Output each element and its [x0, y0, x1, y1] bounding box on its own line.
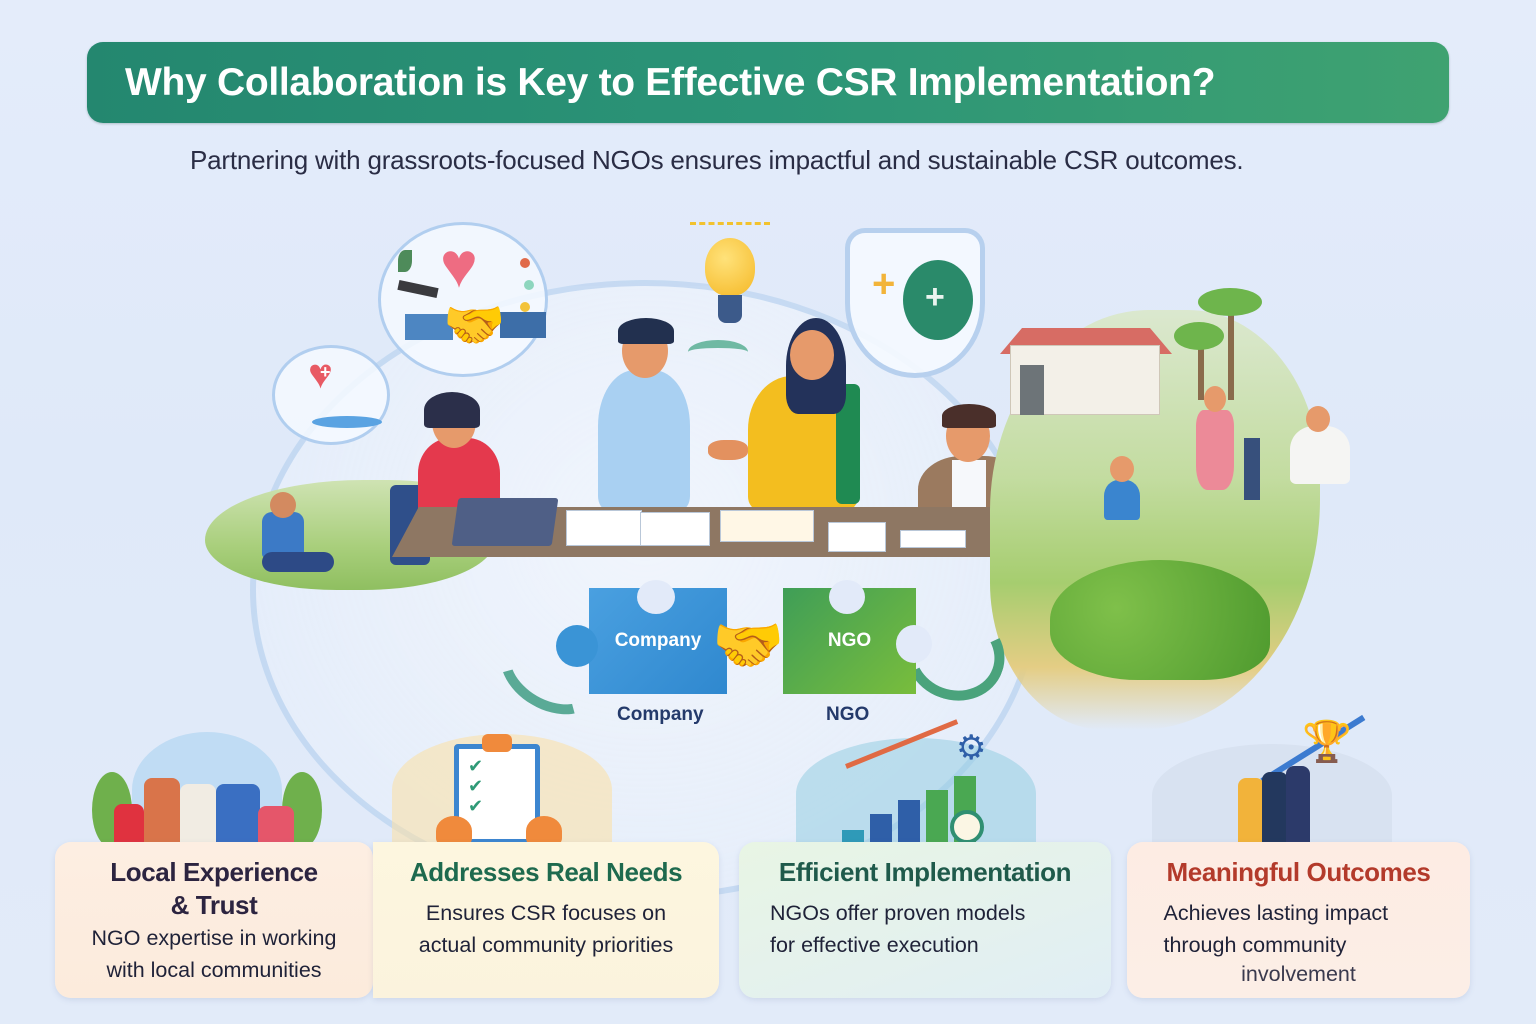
handshake-center — [708, 440, 748, 460]
thought-bubble-health — [272, 345, 390, 445]
palm-tree-icon — [1198, 330, 1204, 400]
card-title-line: Local Experience — [110, 857, 318, 887]
trophy-team-icon: 🏆 — [1152, 714, 1392, 848]
card-body-line: for effective execution — [770, 933, 979, 957]
card-addresses-real-needs: Addresses Real Needs Ensures CSR focuses… — [373, 842, 719, 998]
laptop-icon — [451, 498, 559, 546]
dot-icon — [524, 280, 534, 290]
card-body-line: involvement — [1241, 962, 1356, 986]
report-document — [720, 510, 814, 542]
man-hair — [942, 404, 996, 428]
farmer-head — [1306, 406, 1330, 432]
puzzle-notch — [637, 580, 675, 614]
ngo-label: NGO — [826, 704, 870, 725]
handshake-icon: 🤝 — [712, 613, 785, 678]
dot-icon — [520, 258, 530, 268]
puzzle-knob — [556, 625, 598, 667]
boy-head — [1110, 456, 1134, 482]
child-legs — [262, 552, 334, 572]
card-body-line: through community — [1163, 933, 1347, 957]
card-local-experience: Local Experience & Trust NGO expertise i… — [55, 842, 373, 998]
plus-icon: + — [872, 262, 896, 306]
card-title: Addresses Real Needs — [409, 857, 683, 887]
card-body-line: Achieves lasting impact — [1163, 901, 1389, 925]
card-title: Meaningful Outcomes — [1166, 857, 1431, 887]
sleeve-right-icon — [500, 312, 546, 338]
child-head — [270, 492, 296, 518]
light-rays — [690, 222, 770, 226]
title-banner: Why Collaboration is Key to Effective CS… — [87, 42, 1449, 123]
thought-bubble-partnership — [378, 222, 548, 377]
wristband-icon — [312, 416, 382, 428]
woman-at-pump — [1196, 410, 1234, 490]
company-representative — [598, 370, 690, 510]
card-title: Efficient Implementation — [778, 857, 1072, 887]
farmer-kneeling — [1290, 426, 1350, 484]
house-door — [1020, 365, 1044, 415]
card-meaningful-outcomes: Meaningful Outcomes Achieves lasting imp… — [1127, 842, 1470, 998]
leaf-icon — [398, 250, 412, 272]
puzzle-notch — [829, 580, 865, 614]
card-title-line: & Trust — [170, 890, 258, 920]
cross-icon: + — [320, 362, 331, 382]
checklist-clipboard-icon: ✔✔✔ — [392, 720, 612, 846]
lightbulb-base — [718, 295, 742, 323]
card-body-line: NGOs offer proven models — [770, 901, 1026, 925]
heart-icon: ♥ — [440, 229, 478, 301]
health-heart-icon: ♥ — [308, 350, 333, 397]
child-reading — [262, 512, 304, 558]
puzzle-notch — [896, 625, 932, 663]
card-efficient-implementation: Efficient Implementation NGOs offer prov… — [739, 842, 1111, 998]
card-body-line: actual community priorities — [418, 933, 674, 957]
sleeve-left-icon — [405, 314, 453, 340]
chart-document — [566, 510, 642, 546]
notes-document — [828, 522, 886, 552]
company-label: Company — [617, 704, 704, 725]
crop-field — [1050, 560, 1270, 680]
ngo-piece-text: NGO — [827, 630, 872, 651]
boy-reading — [1104, 480, 1140, 520]
dot-icon — [520, 302, 530, 312]
man-hair — [618, 318, 674, 344]
palm-leaves — [1174, 322, 1224, 350]
page-subtitle: Partnering with grassroots-focused NGOs … — [190, 145, 1244, 175]
handshake-icon: 🤝 — [443, 297, 506, 353]
community-group-icon — [92, 732, 322, 848]
card-body-line: with local communities — [106, 958, 322, 982]
collaboration-illustration: ♥ 🤝 ♥ + + + — [0, 200, 1536, 900]
card-body-line: NGO expertise in working — [91, 926, 337, 950]
woman-face — [790, 330, 834, 380]
shield-emblem — [903, 260, 973, 340]
card-body-line: Ensures CSR focuses on — [425, 901, 667, 925]
pie-chart-document — [640, 512, 710, 546]
exchange-arrow-icon — [688, 340, 748, 364]
lightbulb-icon — [705, 238, 755, 296]
palm-tree-icon — [1228, 300, 1234, 400]
palm-leaves — [1198, 288, 1262, 316]
company-piece-text: Company — [614, 630, 702, 651]
page-title: Why Collaboration is Key to Effective CS… — [125, 60, 1216, 104]
growth-chart-gear-icon: ⚙ — [796, 719, 1036, 850]
water-pump-icon — [1244, 438, 1260, 500]
woman-hair — [424, 392, 480, 428]
notepad — [900, 530, 966, 548]
woman-head — [1204, 386, 1226, 412]
cross-icon: + — [925, 278, 945, 316]
